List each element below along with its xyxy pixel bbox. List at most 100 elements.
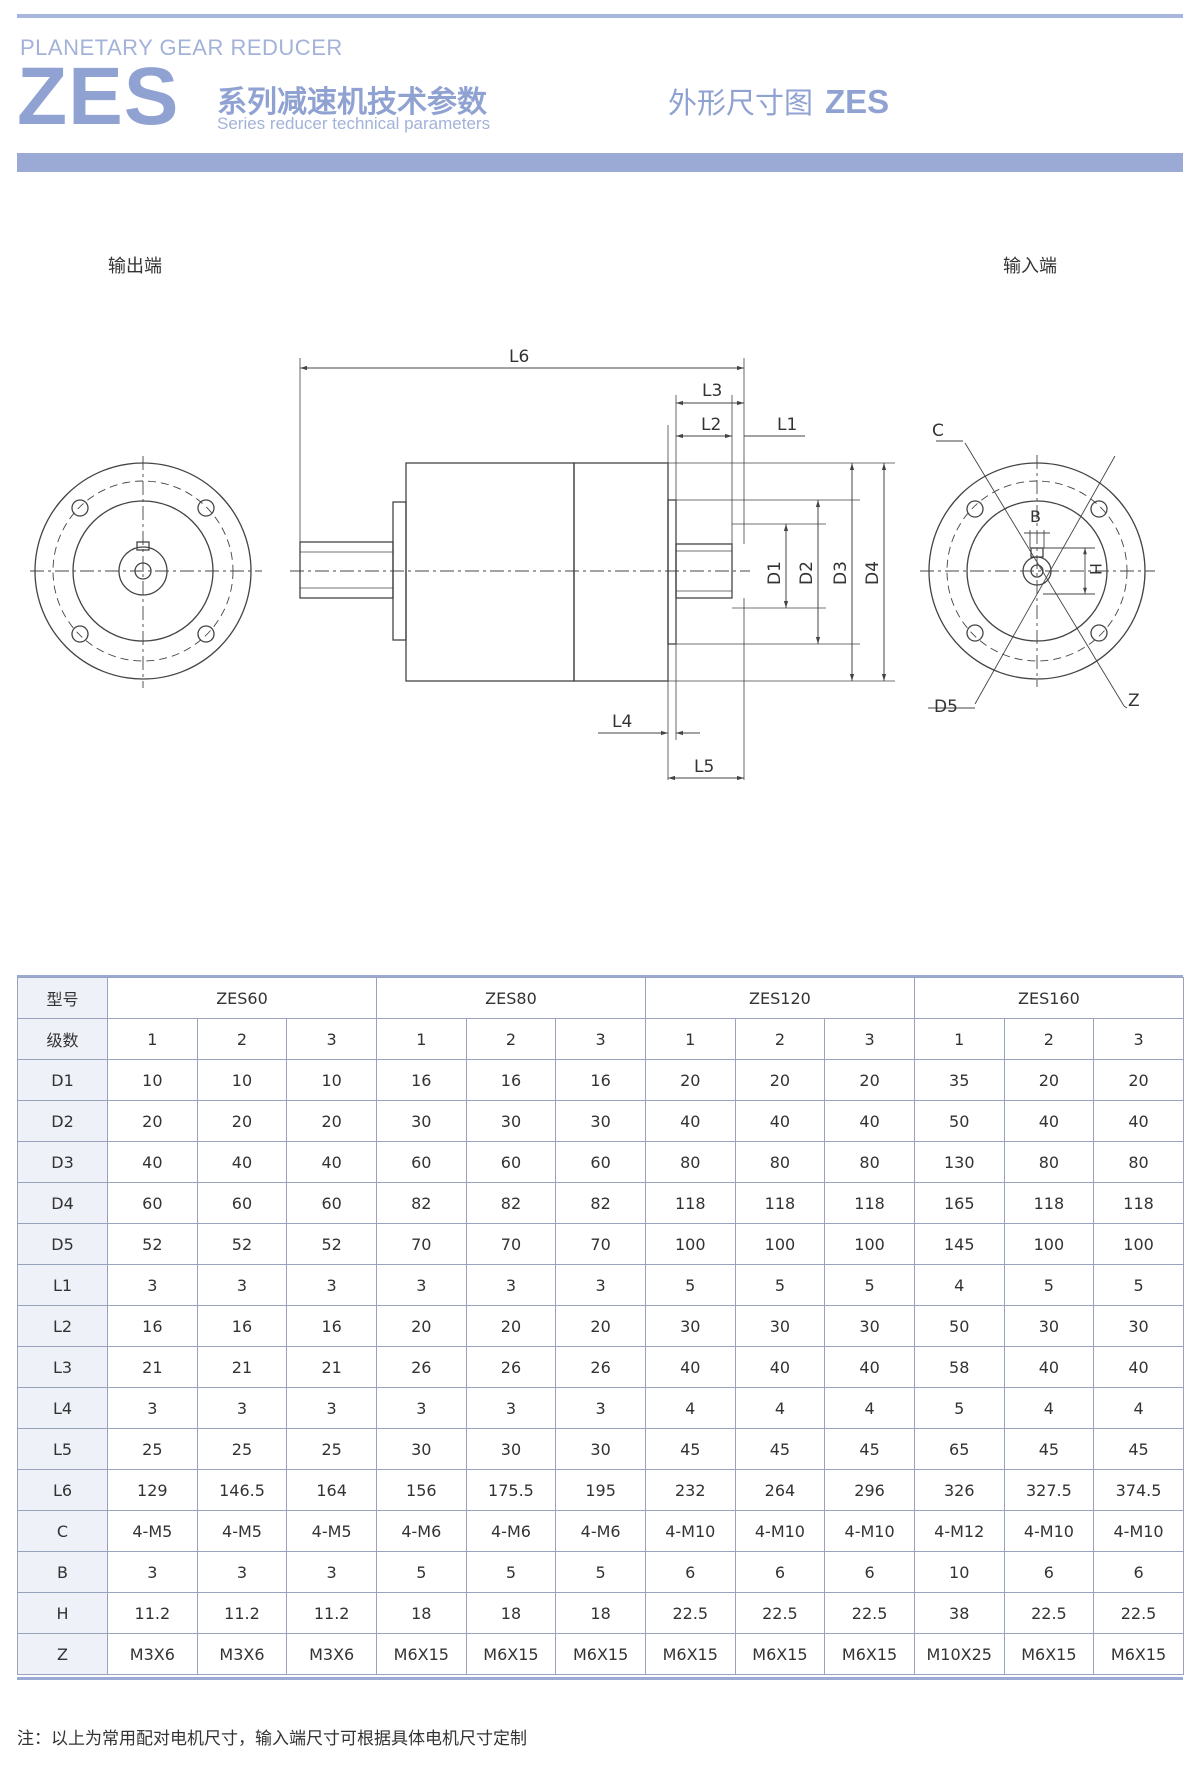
- table-cell: 5: [1003, 1264, 1095, 1306]
- table-cell: 38: [913, 1592, 1005, 1634]
- table-cell: 35: [913, 1059, 1005, 1101]
- stage-cell: 2: [734, 1018, 826, 1060]
- table-cell: 11.2: [286, 1592, 377, 1634]
- table-cell: 4: [824, 1387, 915, 1429]
- table-cell: M3X6: [107, 1633, 198, 1675]
- table-cell: 4: [1093, 1387, 1184, 1429]
- table-cell: 45: [1003, 1428, 1095, 1470]
- table-cell: 40: [1003, 1346, 1095, 1388]
- table-cell: 21: [107, 1346, 198, 1388]
- table-cell: 3: [196, 1264, 288, 1306]
- table-cell: 6: [824, 1551, 915, 1593]
- table-cell: 26: [465, 1346, 557, 1388]
- table-cell: 10: [286, 1059, 377, 1101]
- dim-label-L6: L6: [509, 347, 529, 367]
- table-cell: 40: [644, 1100, 736, 1142]
- dim-label-Z: Z: [1128, 691, 1140, 711]
- table-cell: 21: [286, 1346, 377, 1388]
- dim-label-D3: D3: [831, 561, 851, 585]
- drawing-title: 外形尺寸图: [668, 86, 814, 120]
- dim-label-L1: L1: [777, 415, 797, 435]
- table-cell: 80: [1003, 1141, 1095, 1183]
- table-cell: 20: [196, 1100, 288, 1142]
- table-cell: 264: [734, 1469, 826, 1511]
- table-cell: 5: [644, 1264, 736, 1306]
- table-cell: 60: [555, 1141, 646, 1183]
- table-cell: 3: [465, 1387, 557, 1429]
- table-cell: 22.5: [824, 1592, 915, 1634]
- table-cell: 327.5: [1003, 1469, 1095, 1511]
- page-title-en: Series reducer technical parameters: [217, 114, 491, 133]
- row-header: H: [17, 1592, 108, 1634]
- table-cell: 3: [107, 1387, 198, 1429]
- table-cell: 4-M10: [644, 1510, 736, 1552]
- input-end-label: 输入端: [1003, 256, 1057, 277]
- table-cell: 16: [465, 1059, 557, 1101]
- table-cell: 3: [286, 1264, 377, 1306]
- table-top-rule: [17, 975, 1183, 978]
- row-header: L2: [17, 1305, 108, 1347]
- input-end-view: [920, 440, 1155, 709]
- table-cell: 20: [465, 1305, 557, 1347]
- table-cell: 60: [107, 1182, 198, 1224]
- table-cell: 100: [734, 1223, 826, 1265]
- table-cell: 118: [1003, 1182, 1095, 1224]
- table-cell: 60: [375, 1141, 467, 1183]
- table-cell: 6: [644, 1551, 736, 1593]
- table-cell: 11.2: [107, 1592, 198, 1634]
- table-cell: 40: [824, 1100, 915, 1142]
- row-header: Z: [17, 1633, 108, 1675]
- table-cell: 16: [286, 1305, 377, 1347]
- footnote: 注：以上为常用配对电机尺寸，输入端尺寸可根据具体电机尺寸定制: [17, 1729, 527, 1749]
- table-cell: M6X15: [824, 1633, 915, 1675]
- table-cell: 100: [1093, 1223, 1184, 1265]
- table-cell: 118: [644, 1182, 736, 1224]
- stage-cell: 2: [1003, 1018, 1095, 1060]
- dim-label-B: B: [1030, 507, 1041, 526]
- header-top-rule: [17, 14, 1183, 18]
- table-cell: 22.5: [734, 1592, 826, 1634]
- table-cell: 25: [286, 1428, 377, 1470]
- table-cell: 60: [465, 1141, 557, 1183]
- table-cell: 18: [555, 1592, 646, 1634]
- table-cell: 4-M6: [375, 1510, 467, 1552]
- table-cell: 50: [913, 1100, 1005, 1142]
- category-label: PLANETARY GEAR REDUCER: [20, 35, 343, 60]
- table-cell: 20: [1093, 1059, 1184, 1101]
- header-bottom-bar: [17, 153, 1183, 172]
- table-cell: 4: [1003, 1387, 1095, 1429]
- table-cell: 5: [465, 1551, 557, 1593]
- table-cell: 145: [913, 1223, 1005, 1265]
- row-header: D5: [17, 1223, 108, 1265]
- table-cell: 195: [555, 1469, 646, 1511]
- table-cell: 10: [107, 1059, 198, 1101]
- table-cell: 30: [555, 1100, 646, 1142]
- table-cell: 65: [913, 1428, 1005, 1470]
- table-cell: 22.5: [1003, 1592, 1095, 1634]
- row-header: L6: [17, 1469, 108, 1511]
- table-cell: 374.5: [1093, 1469, 1184, 1511]
- table-cell: 30: [644, 1305, 736, 1347]
- stage-cell: 1: [913, 1018, 1005, 1060]
- output-end-view: [30, 456, 262, 688]
- table-cell: 3: [375, 1264, 467, 1306]
- stage-cell: 1: [107, 1018, 198, 1060]
- table-cell: 5: [913, 1387, 1005, 1429]
- table-cell: 50: [913, 1305, 1005, 1347]
- table-cell: 3: [555, 1387, 646, 1429]
- table-cell: 3: [555, 1264, 646, 1306]
- table-cell: 3: [107, 1264, 198, 1306]
- series-logo: ZES: [17, 51, 180, 142]
- table-cell: 3: [196, 1551, 288, 1593]
- row-header: L3: [17, 1346, 108, 1388]
- table-cell: 6: [734, 1551, 826, 1593]
- table-cell: 4-M6: [465, 1510, 557, 1552]
- table-cell: M6X15: [1093, 1633, 1184, 1675]
